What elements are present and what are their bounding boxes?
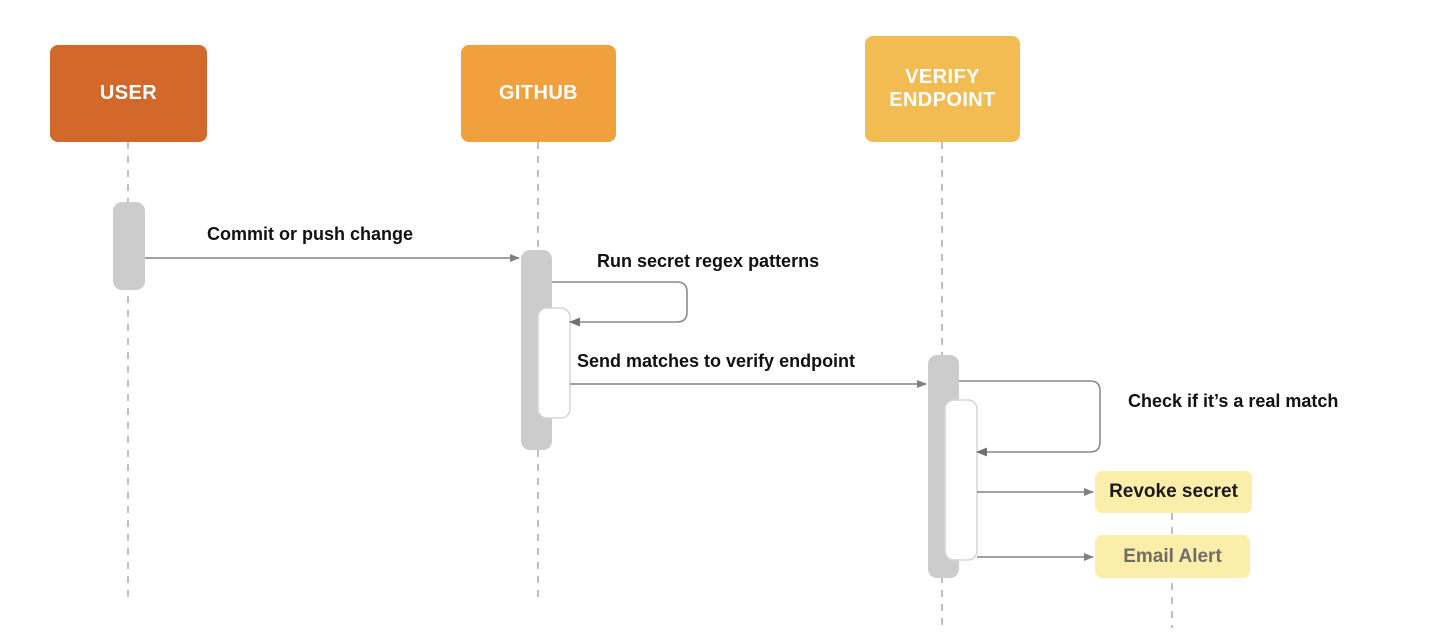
participant-label-github: GITHUB — [498, 82, 579, 104]
verify-nested-activation — [944, 399, 978, 561]
activations-group — [113, 202, 978, 578]
message-label-commit-or-push-change: Commit or push change — [207, 224, 414, 244]
note-label-email-alert-note: Email Alert — [1123, 545, 1222, 567]
message-lines-group — [145, 254, 1101, 561]
email-alert-note[interactable]: Email Alert — [1095, 535, 1250, 578]
self-loop-check-if-its-a-real-match — [959, 380, 1101, 457]
message-label-run-secret-regex-patterns: Run secret regex patterns — [597, 251, 820, 271]
participant-github[interactable]: GITHUB — [461, 45, 616, 142]
note-label-revoke-secret-note: Revoke secret — [1109, 481, 1238, 502]
participant-user[interactable]: USER — [50, 45, 207, 142]
revoke-secret-note[interactable]: Revoke secret — [1095, 471, 1252, 513]
message-label-send-matches-to-verify-endpoint: Send matches to verify endpoint — [577, 351, 856, 371]
participant-label-user: USER — [99, 82, 158, 104]
user-activation — [113, 202, 145, 290]
lifelines-group — [127, 142, 1173, 628]
self-loop-run-secret-regex-patterns — [552, 281, 688, 327]
message-label-check-if-its-a-real-match: Check if it’s a real match — [1128, 391, 1339, 411]
github-nested-activation — [537, 307, 571, 419]
